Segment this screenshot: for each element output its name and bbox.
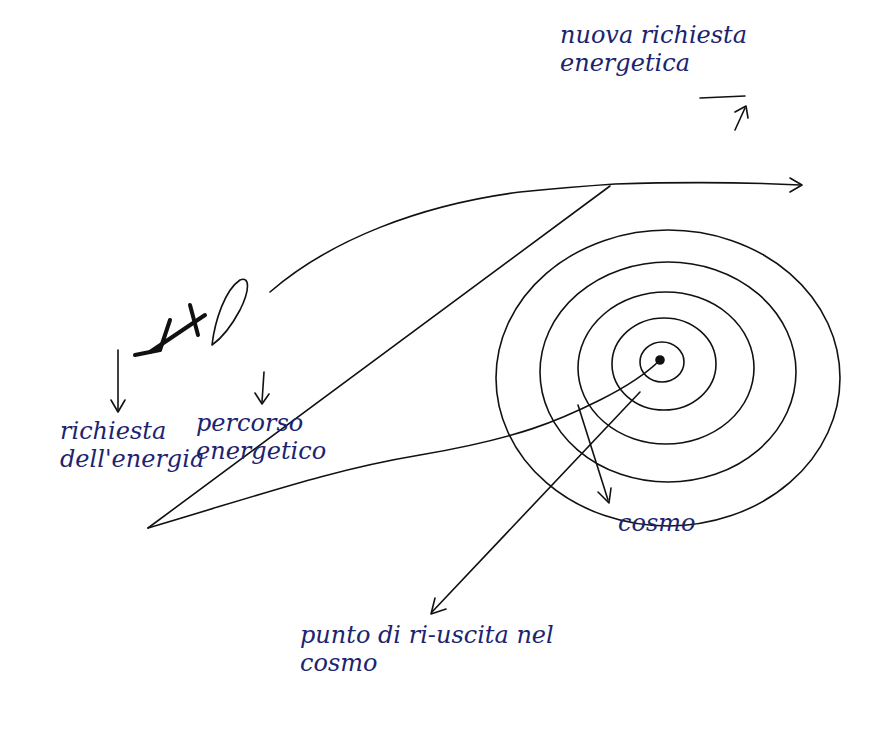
leader-line <box>117 350 119 410</box>
path-line <box>148 186 610 528</box>
loop <box>212 279 248 345</box>
bold-arrow <box>135 320 170 355</box>
ring <box>578 292 754 444</box>
path-line <box>148 360 660 528</box>
ring <box>540 262 796 482</box>
arrow-head <box>431 598 446 614</box>
ring <box>640 342 684 382</box>
underline <box>700 96 745 98</box>
path-line <box>270 183 800 292</box>
arrow-head <box>255 393 269 404</box>
handwritten-note: punto di ri-uscita nel cosmo <box>300 622 570 677</box>
arrow-head <box>735 106 748 118</box>
leader-line <box>432 392 640 612</box>
handwritten-note: cosmo <box>618 510 738 538</box>
arrow-head <box>598 488 611 503</box>
ring <box>496 230 840 526</box>
handwritten-note: percorso energetico <box>196 410 346 465</box>
arrow-head <box>111 400 125 412</box>
ring <box>612 318 716 410</box>
handwritten-note: nuova richiesta energetica <box>560 22 800 77</box>
arrow-head <box>790 178 802 192</box>
leader-line <box>262 372 264 402</box>
bold-arrow <box>190 305 198 335</box>
